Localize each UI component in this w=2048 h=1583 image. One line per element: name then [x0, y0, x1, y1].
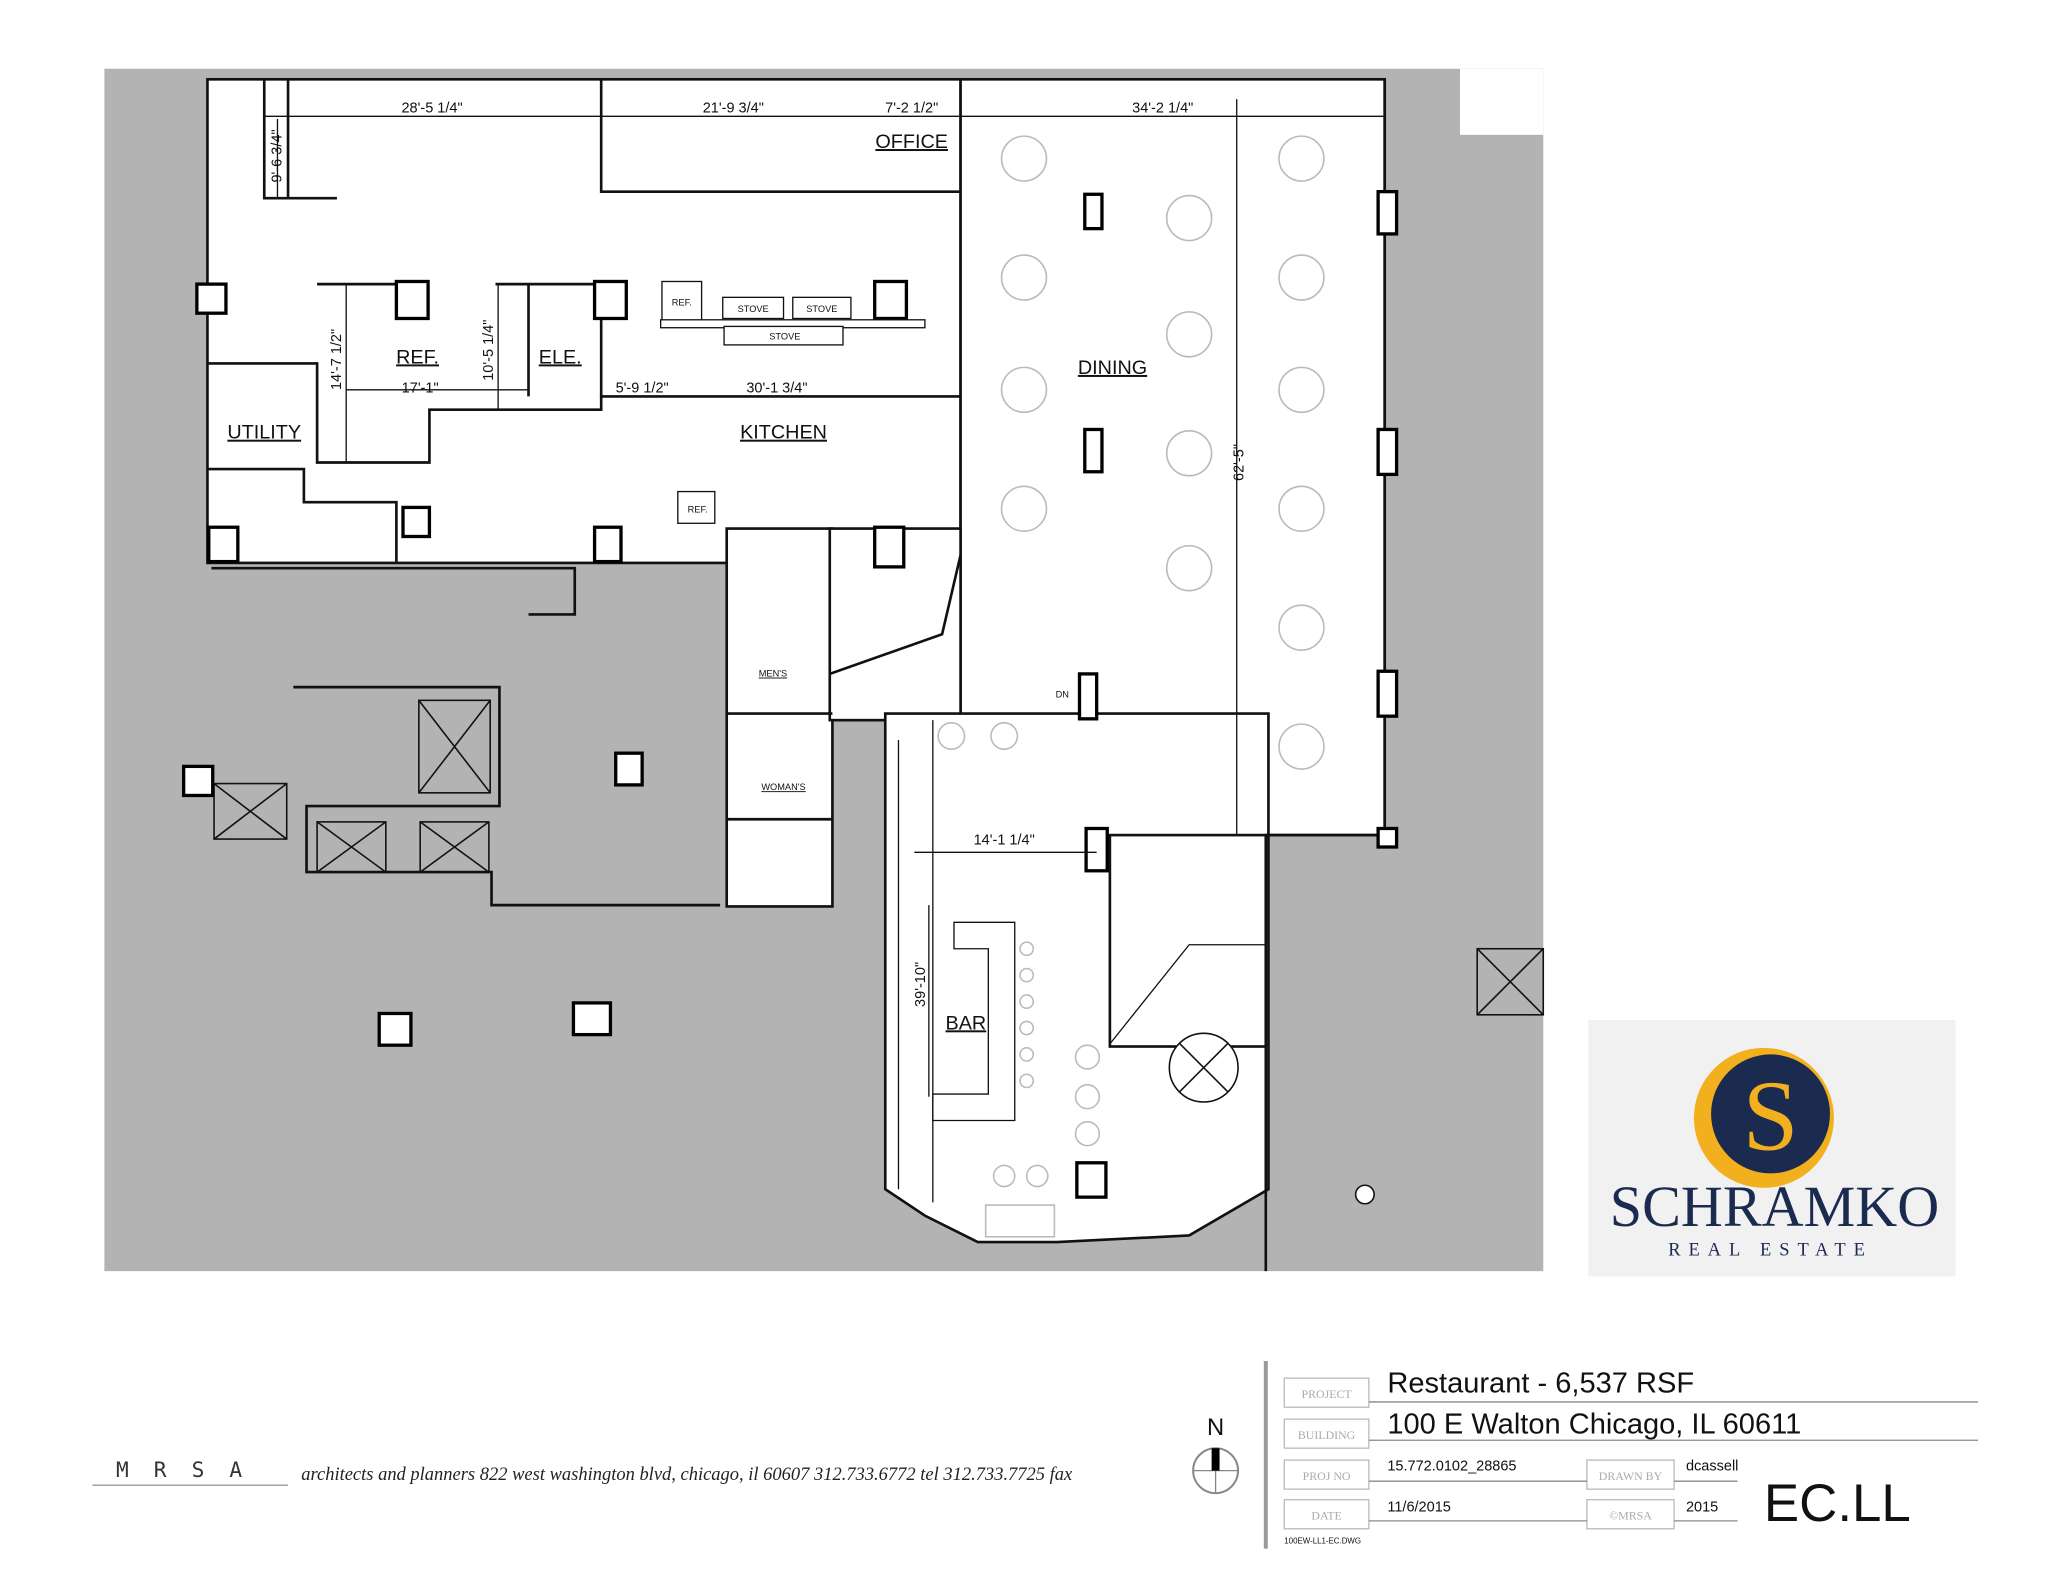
- dim-5: 9'-6 3/4": [269, 129, 285, 182]
- date-value: 11/6/2015: [1387, 1500, 1451, 1516]
- proj-no-value: 15.772.0102_28865: [1387, 1459, 1516, 1475]
- north-label: N: [1207, 1414, 1224, 1441]
- dim-4: 34'-2 1/4": [1132, 100, 1193, 116]
- logo-name: SCHRAMKO: [1610, 1174, 1939, 1239]
- dim-3: 7'-2 1/2": [885, 100, 938, 116]
- dim-11: 62'-5": [1231, 444, 1247, 481]
- ref-unit: [661, 280, 703, 322]
- equip-stove-3: STOVE: [769, 332, 800, 342]
- building-value: 100 E Walton Chicago, IL 60611: [1387, 1409, 1801, 1441]
- sheet-number: EC.LL: [1764, 1474, 1911, 1533]
- mrsa-firm-logo: MRSA: [92, 1457, 289, 1486]
- dim-12: 14'-1 1/4": [974, 832, 1035, 848]
- drawn-by-value: dcassell: [1686, 1459, 1738, 1475]
- firm-logo-text: MRSA: [116, 1457, 267, 1482]
- dim-9: 5'-9 1/2": [616, 380, 669, 396]
- dim-8: 17'-1": [402, 380, 439, 396]
- proj-no-label: PROJ NO: [1303, 1469, 1351, 1483]
- building-label: BUILDING: [1298, 1428, 1356, 1442]
- dimension-lines: [264, 99, 1385, 1097]
- kitchen-equipment: [659, 280, 926, 524]
- logo-monogram: S: [1743, 1061, 1799, 1172]
- dim-13: 39'-10": [913, 962, 929, 1007]
- equip-stove-1: STOVE: [738, 304, 769, 314]
- dim-2: 21'-9 3/4": [703, 100, 764, 116]
- schramko-logo: S SCHRAMKO REAL ESTATE: [1588, 1020, 1956, 1277]
- project-label: PROJECT: [1301, 1387, 1352, 1401]
- room-label-mens: MEN'S: [759, 669, 787, 679]
- room-label-womans: WOMAN'S: [761, 782, 805, 792]
- north-arrow: N: [1192, 1414, 1240, 1495]
- equip-stove-2: STOVE: [806, 304, 837, 314]
- logo-tagline: REAL ESTATE: [1668, 1239, 1873, 1259]
- dim-6: 14'-7 1/2": [329, 329, 345, 390]
- equip-ref-2: REF.: [688, 505, 708, 515]
- structural-columns: [182, 189, 1399, 1199]
- dim-10: 30'-1 3/4": [746, 380, 807, 396]
- restroom-zone: [725, 527, 834, 908]
- room-label-office: OFFICE: [875, 131, 948, 153]
- title-block: PROJECT BUILDING PROJ NO DATE DRAWN BY ©…: [1263, 1360, 1978, 1549]
- elevator-shafts: [213, 699, 1545, 1205]
- room-label-dining: DINING: [1078, 357, 1147, 379]
- room-label-bar: BAR: [946, 1012, 987, 1034]
- equip-ref-1: REF.: [672, 297, 692, 307]
- copyright-year: 2015: [1686, 1500, 1718, 1516]
- dim-7: 10'-5 1/4": [481, 320, 497, 381]
- date-label: DATE: [1311, 1509, 1341, 1523]
- room-label-ref: REF.: [396, 346, 439, 368]
- stair-down-label: DN: [1056, 690, 1069, 700]
- firm-address-line: architects and planners 822 west washing…: [301, 1464, 1073, 1484]
- dining-tables: [937, 135, 1325, 1238]
- room-label-ele: ELE.: [539, 346, 582, 368]
- project-value: Restaurant - 6,537 RSF: [1387, 1368, 1694, 1400]
- bar-counter: [932, 921, 1016, 1122]
- copyright-label: ©MRSA: [1609, 1509, 1652, 1523]
- drawn-by-label: DRAWN BY: [1599, 1469, 1663, 1483]
- dim-1: 28'-5 1/4": [401, 100, 462, 116]
- file-name: 100EW-LL1-EC.DWG: [1284, 1536, 1361, 1545]
- room-label-kitchen: KITCHEN: [740, 422, 827, 444]
- room-label-utility: UTILITY: [227, 422, 301, 444]
